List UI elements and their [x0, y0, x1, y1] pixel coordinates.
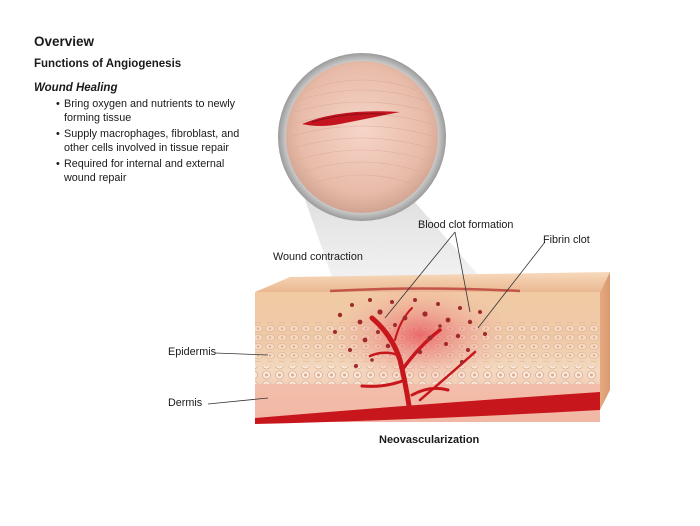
bullet-line: Bring oxygen and nutrients to newly — [64, 98, 236, 110]
bullet-list: Bring oxygen and nutrients to newly form… — [56, 98, 266, 188]
bullet-line: forming tissue — [64, 111, 132, 124]
skin-end-face — [600, 272, 610, 410]
blood-clot-cells — [333, 298, 487, 368]
fingerprint-lines — [291, 79, 433, 185]
neovascular-branches — [360, 307, 477, 415]
bullet-line: Required for internal and external — [64, 158, 225, 170]
wound-surface-line — [329, 287, 521, 293]
magnified-skin — [286, 61, 438, 213]
figure-caption: Neovascularization — [379, 434, 480, 446]
label-dermis: Dermis — [168, 397, 203, 409]
leader-lines — [207, 231, 546, 405]
skin-cut — [302, 111, 400, 126]
label-fibrin-clot: Fibrin clot — [543, 234, 590, 246]
label-wound-contraction: Wound contraction — [273, 251, 363, 263]
bullet-line: wound repair — [64, 171, 127, 184]
bullet-line: other cells involved in tissue repair — [64, 141, 230, 154]
bullet-item: Supply macrophages, fibroblast, and othe… — [56, 128, 266, 155]
bullet-item: Required for internal and external wound… — [56, 158, 266, 185]
bullet-item: Bring oxygen and nutrients to newly form… — [56, 98, 266, 125]
bullet-line: Supply macrophages, fibroblast, and — [64, 128, 240, 140]
label-epidermis: Epidermis — [168, 346, 217, 358]
wound-region — [325, 280, 515, 390]
page-title: Overview — [34, 34, 95, 49]
subsection-title: Wound Healing — [34, 82, 118, 94]
blood-vessel — [255, 392, 600, 424]
section-title: Functions of Angiogenesis — [34, 58, 182, 70]
label-blood-clot-formation: Blood clot formation — [418, 219, 514, 231]
